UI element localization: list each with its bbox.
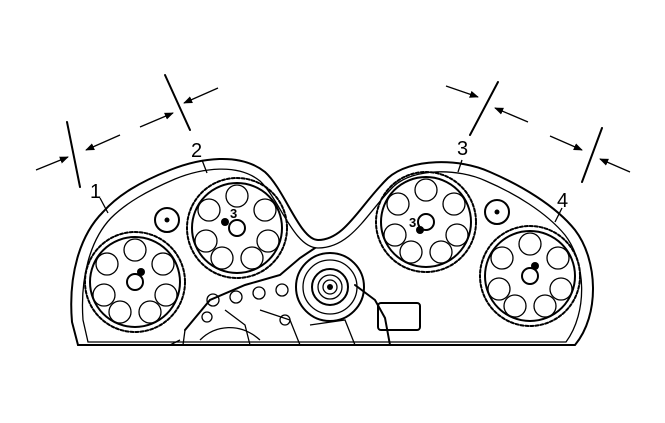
idler-pulley-right <box>484 199 510 225</box>
alignment-lines <box>66 74 603 188</box>
engine-block <box>169 247 421 346</box>
sprocket-2-mark: 3 <box>230 206 237 221</box>
camshaft-sprocket-1 <box>84 231 186 333</box>
camshaft-sprocket-2 <box>186 177 288 279</box>
leader-lines <box>99 159 563 223</box>
callout-4: 4 <box>557 190 568 212</box>
belt-tensioner <box>295 252 365 322</box>
callout-2: 2 <box>191 140 202 162</box>
callout-3: 3 <box>457 138 468 160</box>
idler-pulley-left <box>154 207 180 233</box>
callout-1: 1 <box>90 181 101 203</box>
camshaft-sprocket-3 <box>375 171 477 273</box>
dimension-arrows <box>35 85 631 173</box>
timing-belt <box>70 157 594 346</box>
camshaft-sprocket-4 <box>479 225 581 327</box>
sprocket-3-mark: 3 <box>409 215 416 230</box>
